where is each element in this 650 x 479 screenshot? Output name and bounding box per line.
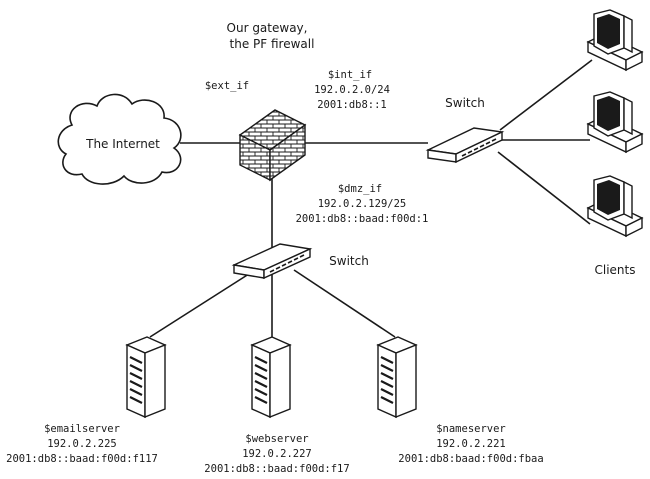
- nameserver-name: $nameserver: [436, 423, 506, 435]
- link-switch-client-1: [499, 59, 593, 131]
- gateway-title-line1: Our gateway,: [227, 21, 308, 35]
- gateway-title-line2: the PF firewall: [230, 37, 315, 51]
- webserver-ipv6: 2001:db8::baad:f00d:f17: [204, 463, 349, 475]
- emailserver-ipv4: 192.0.2.225: [47, 438, 117, 450]
- computer-icon: [586, 91, 644, 154]
- nameserver-ipv6: 2001:db8:baad:f00d:fbaa: [398, 453, 543, 465]
- link-switch-emailserver: [149, 271, 253, 338]
- server-icon: [376, 336, 418, 419]
- int-if-ipv6: 2001:db8::1: [317, 99, 387, 111]
- dmz-if-name: $dmz_if: [338, 183, 382, 195]
- internet-label: The Internet: [85, 137, 160, 151]
- dmz-if-ipv4: 192.0.2.129/25: [318, 198, 407, 210]
- nameserver-ipv4: 192.0.2.221: [436, 438, 506, 450]
- ext-if-label: $ext_if: [205, 80, 249, 92]
- dmz-if-ipv6: 2001:db8::baad:f00d:1: [296, 213, 429, 225]
- computer-icon: [586, 9, 644, 72]
- client-computer: [586, 9, 644, 72]
- connections: [149, 59, 593, 338]
- switch-icon: [425, 127, 505, 164]
- computer-icon: [586, 175, 644, 238]
- switch-icon: [231, 243, 313, 280]
- int-if-name: $int_if: [328, 69, 372, 81]
- webserver-ipv4: 192.0.2.227: [242, 448, 312, 460]
- server-icon: [250, 336, 292, 419]
- clients-label: Clients: [595, 263, 636, 277]
- webserver-name: $webserver: [245, 433, 308, 445]
- firewall: Our gateway, the PF firewall: [227, 21, 315, 182]
- email-server: [125, 336, 167, 419]
- client-computer: [586, 91, 644, 154]
- int-if-ipv4: 192.0.2.0/24: [314, 84, 390, 96]
- link-switch-nameserver: [293, 269, 396, 338]
- emailserver-ipv6: 2001:db8::baad:f00d:f117: [6, 453, 158, 465]
- switch-dmz-label: Switch: [329, 254, 369, 268]
- name-server: [376, 336, 418, 419]
- link-switch-client-3: [497, 151, 591, 225]
- web-server: [250, 336, 292, 419]
- internet-cloud: The Internet: [57, 93, 182, 185]
- client-computer: [586, 175, 644, 238]
- switch-internal: Switch: [425, 96, 505, 164]
- server-icon: [125, 336, 167, 419]
- cloud-icon: [57, 93, 182, 185]
- emailserver-name: $emailserver: [44, 423, 120, 435]
- clients-group: Clients: [586, 9, 644, 277]
- switch-internal-label: Switch: [445, 96, 485, 110]
- switch-dmz: Switch: [231, 243, 369, 280]
